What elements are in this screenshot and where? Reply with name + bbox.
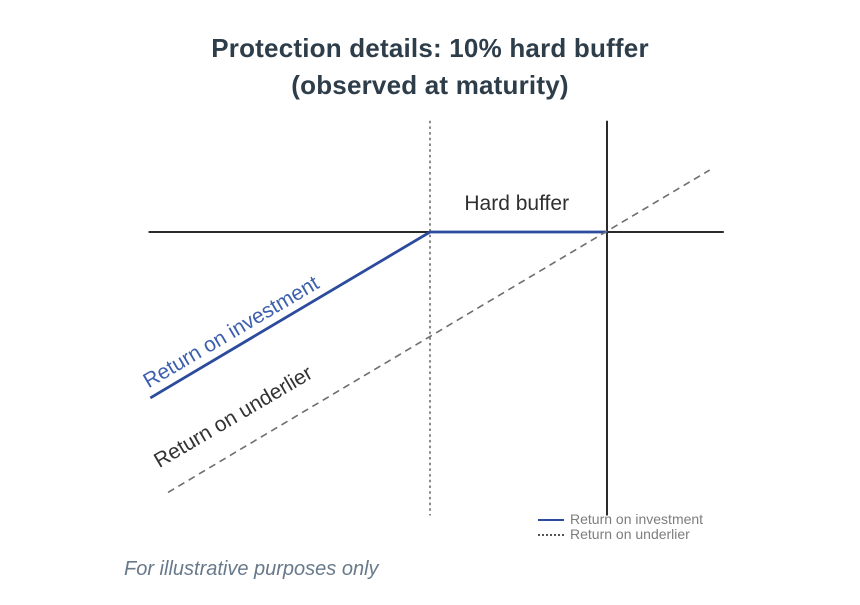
legend-solid-line-swatch — [538, 518, 564, 521]
footnote: For illustrative purposes only — [124, 558, 379, 580]
chart-title: Protection details: 10% hard buffer (obs… — [0, 30, 860, 104]
roi-line — [149, 230, 607, 400]
legend: Return on investment Return on underlier — [538, 512, 703, 542]
chart-title-line2: (observed at maturity) — [291, 70, 569, 100]
legend-label-roi: Return on investment — [570, 511, 704, 527]
chart-title-line1: Protection details: 10% hard buffer — [211, 33, 649, 63]
legend-label-underlier: Return on underlier — [570, 526, 690, 542]
underlier-line — [167, 169, 711, 494]
hard-buffer-label: Hard buffer — [464, 192, 569, 215]
legend-item-underlier: Return on underlier — [538, 527, 703, 542]
legend-dashed-line-swatch — [538, 533, 564, 536]
legend-item-roi: Return on investment — [538, 512, 703, 527]
